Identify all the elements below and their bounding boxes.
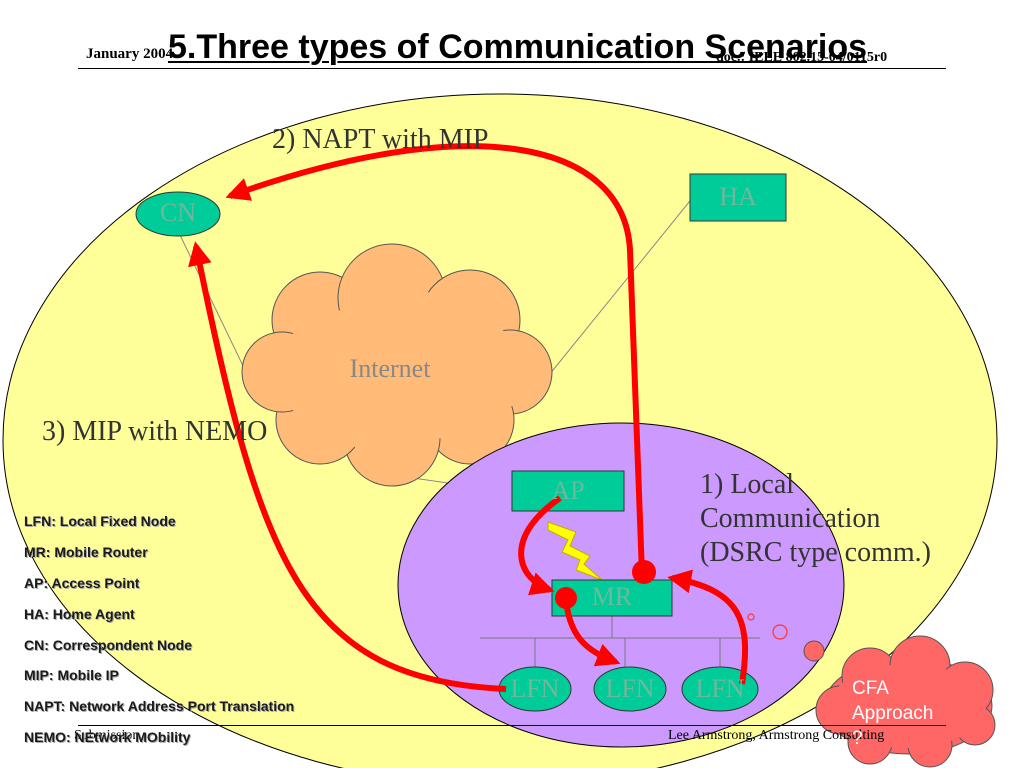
footer-rule bbox=[78, 725, 946, 726]
legend-item: MR: Mobile Router bbox=[24, 543, 148, 560]
scenario-local-label: 1) Local Communication (DSRC type comm.) bbox=[700, 468, 931, 570]
cn-node bbox=[135, 191, 221, 237]
legend-item: AP: Access Point bbox=[24, 574, 140, 591]
legend-item: NEMO: NEtwork MObility bbox=[24, 729, 191, 746]
ap-node bbox=[511, 470, 625, 512]
abbreviation-legend: LFN: Local Fixed Node MR: Mobile Router … bbox=[24, 510, 294, 757]
mip-nemo-path-arrow bbox=[188, 241, 507, 692]
link-ha-internet bbox=[544, 195, 695, 381]
ha-node bbox=[689, 173, 787, 222]
lan-bus bbox=[480, 616, 760, 668]
slide-title: 5.Three types of Communication Scenarios bbox=[168, 28, 868, 66]
cn-label: CN bbox=[159, 198, 197, 227]
scenario-mip-nemo-label: 3) MIP with NEMO bbox=[42, 416, 268, 447]
thought-bubble-medium bbox=[772, 624, 788, 640]
internet-cloud bbox=[241, 243, 553, 487]
lfn-node-2 bbox=[593, 666, 667, 712]
cfa-line1: CFA bbox=[852, 678, 889, 699]
scenario-local-line2: Communication bbox=[700, 503, 881, 534]
header-date: January 2004 bbox=[86, 46, 174, 62]
lfn-label-1: LFN bbox=[510, 674, 560, 703]
scenario-local-line3: (DSRC type comm.) bbox=[700, 537, 931, 568]
mr-junction-dot bbox=[632, 560, 656, 584]
legend-item: NAPT: Network Address Port Translation bbox=[24, 698, 295, 715]
legend-item: MIP: Mobile IP bbox=[24, 667, 119, 684]
scenario-local-line1: 1) Local bbox=[700, 469, 795, 500]
wireless-lightning-icon bbox=[547, 521, 603, 581]
lfn-to-mr-arrow bbox=[667, 569, 748, 685]
ap-to-mr-arrow bbox=[518, 495, 562, 596]
legend-item: HA: Home Agent bbox=[24, 605, 135, 622]
thought-bubble-small bbox=[747, 613, 755, 621]
lfn-label-3: LFN bbox=[695, 674, 745, 703]
napt-mip-path-arrow bbox=[225, 143, 645, 575]
header-doc-id: doc.: IEEE 802.15-04/0115r0 bbox=[716, 50, 888, 65]
legend-item: LFN: Local Fixed Node bbox=[24, 513, 176, 529]
mr-junction-dot bbox=[555, 587, 577, 609]
cfa-line3: ? bbox=[852, 728, 863, 749]
lfn-node-3 bbox=[681, 666, 759, 712]
scenario-napt-mip-label: 2) NAPT with MIP bbox=[272, 124, 489, 155]
ap-label: AP bbox=[551, 476, 585, 505]
footer-submission: Submission bbox=[74, 728, 140, 743]
cfa-callout-cloud bbox=[815, 635, 996, 768]
legend-item: CN: Correspondent Node bbox=[24, 636, 192, 653]
header-rule bbox=[78, 68, 946, 69]
footer-author: Lee Armstrong, Armstrong Consulting bbox=[668, 728, 885, 743]
mr-label: MR bbox=[591, 582, 633, 611]
cfa-callout-text: CFA Approach ? bbox=[852, 676, 962, 751]
cfa-line2: Approach bbox=[852, 703, 934, 724]
lfn-label-2: LFN bbox=[605, 674, 655, 703]
ha-label: HA bbox=[719, 182, 757, 211]
internet-label: Internet bbox=[349, 354, 431, 383]
mr-to-lfn-arrow bbox=[563, 599, 621, 667]
thought-bubble-large bbox=[803, 640, 825, 662]
